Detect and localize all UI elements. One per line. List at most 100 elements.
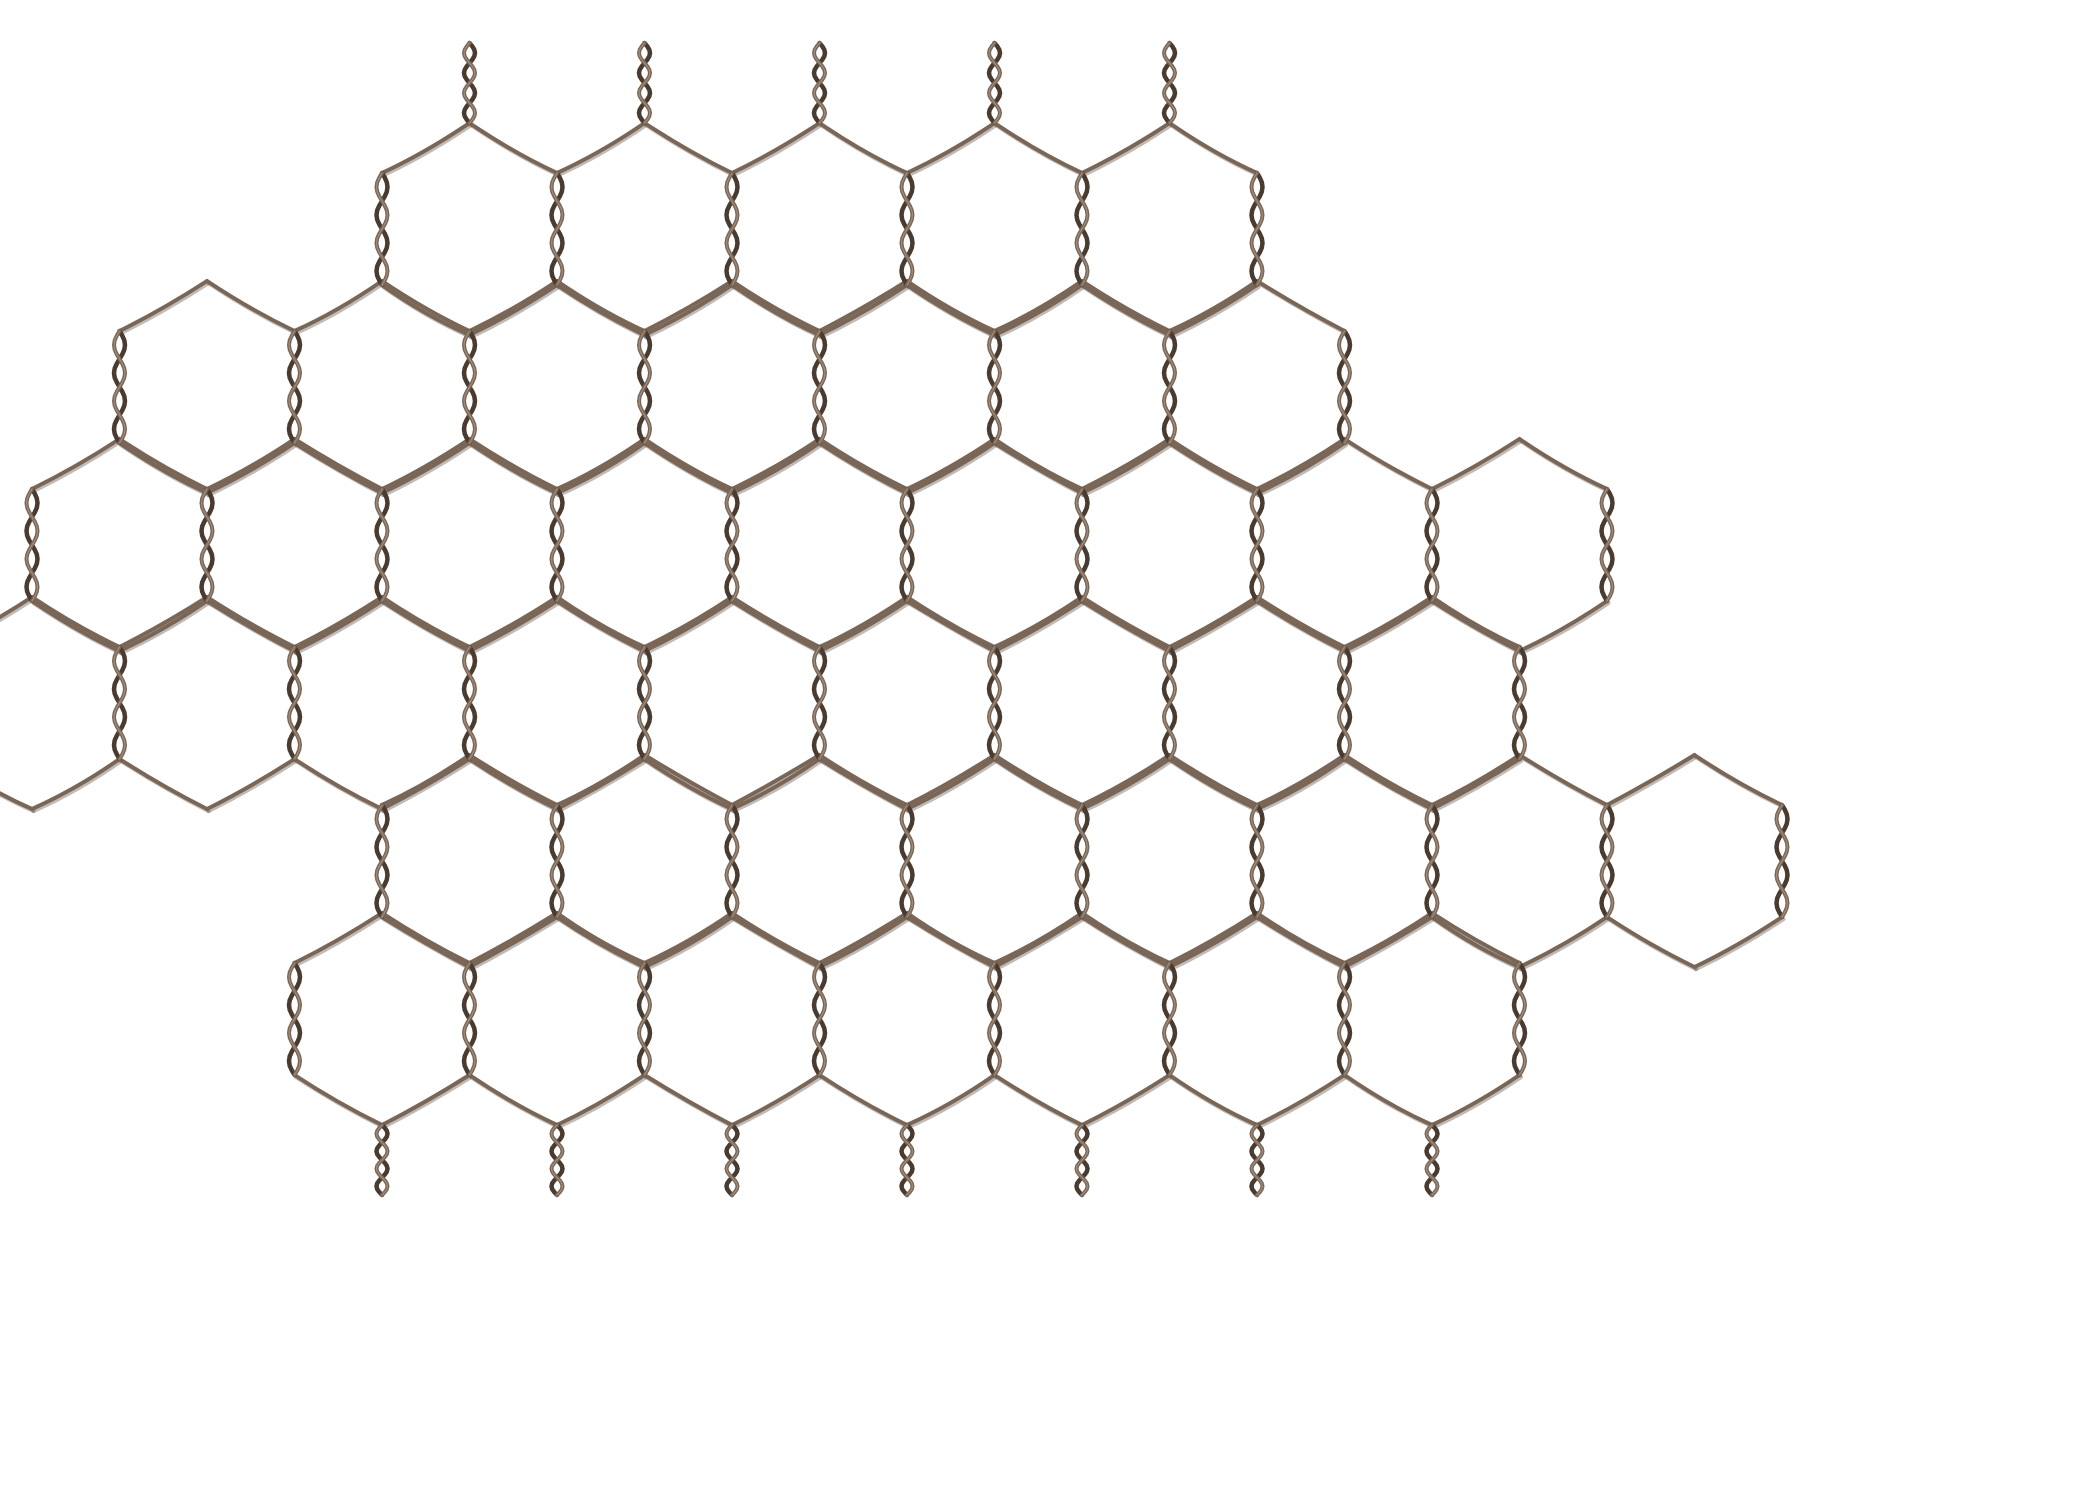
wire-twist-0-2-l — [374, 170, 390, 288]
wire-shadow-4-6-fr — [1168, 916, 1261, 972]
wire-segment-1-7-fl — [1167, 441, 1259, 495]
wire-twist-1-6-r — [1161, 328, 1178, 446]
wire-shadow-3-7-fr — [1256, 758, 1349, 814]
wire-twist-2-3-r — [724, 486, 740, 604]
wire-shadow-2-0-rl — [31, 438, 124, 494]
wire-segment-4-8-rr — [1517, 753, 1609, 807]
wire-segment-0-3-fl — [555, 283, 647, 337]
wire-segment-4-6-fl — [1080, 915, 1172, 969]
wire-shadow-0-2-rl — [381, 122, 474, 178]
wire-segment-3-4-fl — [642, 757, 734, 811]
wire-twist-1-5-r — [986, 328, 1003, 446]
wire-segment-5-8-rl — [1342, 911, 1434, 965]
wire-shadow-1-1-rl — [118, 280, 211, 336]
wire-shadow-3-4-fr — [731, 758, 824, 814]
wire-twist-5-3-r — [636, 960, 653, 1078]
wire-segment-3-0-rr — [30, 595, 122, 649]
wire-segment-4-4-fr — [817, 915, 909, 969]
wire-segment-1-7-rr — [1255, 279, 1347, 333]
wire-shadow-3-6-fr — [1081, 758, 1174, 814]
wire-shadow-3-2-fr — [381, 758, 474, 814]
wire-segment-3-8-fr — [1430, 757, 1522, 811]
wire-twist-4-4-r — [899, 802, 915, 920]
wire-segment-2-7-fl — [1255, 599, 1347, 653]
wire-segment-4-9-rl — [1605, 753, 1697, 807]
wire-segment-2-7-fr — [1342, 599, 1434, 653]
wire-shadow-0-6-rl — [1081, 122, 1174, 178]
wire-segment-5-8-fr — [1430, 1073, 1522, 1127]
wire-twist-1-2-r — [461, 328, 478, 446]
wire-segment-4-8-rl — [1430, 753, 1522, 807]
wire-segment-2-5-rr — [992, 437, 1084, 491]
wire-twist-3-3-r — [636, 644, 653, 762]
wire-segment-0-3-rl — [555, 121, 647, 175]
wire-segment-1-5-rr — [905, 279, 997, 333]
wire-segment-2-4-fl — [730, 599, 822, 653]
wire-segment-1-2-rl — [292, 279, 384, 333]
wire-segment-5-2-fl — [292, 1073, 384, 1127]
wire-segment-4-6-fr — [1167, 915, 1259, 969]
wire-twist-2-6-r — [1249, 486, 1265, 604]
wire-shadow-1-3-fr — [556, 442, 649, 498]
wire-segment-5-4-rr — [730, 911, 822, 965]
wire-segment-3-0-rl — [0, 595, 34, 620]
wire-twist-4-2-l — [374, 802, 390, 920]
wire-segment-2-2-rr — [467, 437, 559, 491]
wire-shadow-4-9-rl — [1606, 754, 1699, 810]
wire-shadow-2-1-fr — [293, 600, 386, 656]
wire-segment-4-2-rl — [380, 753, 472, 807]
wire-segment-4-8-fl — [1430, 915, 1522, 969]
wire-segment-3-2-rr — [380, 595, 472, 649]
wire-segment-3-8-rr — [1430, 595, 1522, 649]
wire-shadow-5-2-rl — [293, 912, 386, 968]
wire-segment-2-0-fr — [117, 599, 209, 653]
wire-segment-2-0-rl — [30, 437, 122, 491]
wire-twist-3-1-r — [286, 644, 303, 762]
wire-shadow-0-4-fr — [818, 284, 911, 340]
wire-segment-2-1-fr — [292, 599, 384, 653]
wire-segment-3-6-rr — [1080, 595, 1172, 649]
wire-segment-0-2-rr — [467, 121, 559, 175]
wire-shadow-3-1-fr — [206, 758, 299, 814]
wire-segment-3-0-fl — [0, 791, 34, 811]
wire-segment-4-2-fr — [467, 915, 559, 969]
wire-segment-1-5-rl — [817, 279, 909, 333]
wire-twist-bot-end-8 — [1424, 1122, 1440, 1198]
wire-segment-3-2-fl — [292, 757, 384, 811]
wire-segment-5-2-fr — [380, 1073, 472, 1127]
wire-segment-0-2-rl — [380, 121, 472, 175]
wire-segment-2-3-rl — [555, 437, 647, 491]
wire-segment-3-3-rl — [467, 595, 559, 649]
wire-segment-3-5-fl — [817, 757, 909, 811]
wire-shadow-0-3-fr — [643, 284, 736, 340]
wire-segment-5-3-rr — [555, 911, 647, 965]
wire-segment-1-7-rl — [1167, 279, 1259, 333]
wire-segment-3-8-fl — [1342, 757, 1434, 811]
wire-twist-bot-end-3 — [549, 1122, 565, 1198]
wire-twist-4-9-r — [1774, 802, 1790, 920]
wire-segment-3-1-fl — [117, 757, 209, 811]
wire-segment-4-9-fr — [1692, 915, 1784, 969]
wire-segment-1-5-fl — [817, 441, 909, 495]
wire-segment-0-2-fr — [467, 283, 559, 337]
wire-shadow-2-8-fr — [1518, 600, 1611, 656]
wire-segment-0-5-rl — [905, 121, 997, 175]
wire-twist-3-6-r — [1161, 644, 1178, 762]
wire-segment-0-4-rr — [817, 121, 909, 175]
wire-shadow-0-6-fr — [1168, 284, 1261, 340]
wire-segment-0-2-fl — [380, 283, 472, 337]
wire-segment-3-7-rr — [1255, 595, 1347, 649]
wire-shadow-4-8-fr — [1518, 916, 1611, 972]
wire-segment-2-7-rr — [1342, 437, 1434, 491]
wire-segment-4-2-fl — [380, 915, 472, 969]
wire-shadow-1-7-fr — [1256, 442, 1349, 498]
wire-twist-3-8-r — [1511, 644, 1528, 762]
wire-segment-2-6-rr — [1167, 437, 1259, 491]
wire-segment-2-4-rr — [817, 437, 909, 491]
wire-twist-2-2-r — [549, 486, 565, 604]
wire-twist-5-7-r — [1336, 960, 1353, 1078]
wire-segment-0-3-fr — [642, 283, 734, 337]
wire-segment-1-3-rr — [555, 279, 647, 333]
wire-twist-bot-end-5 — [899, 1122, 915, 1198]
wire-shadow-5-7-fr — [1256, 1074, 1349, 1130]
